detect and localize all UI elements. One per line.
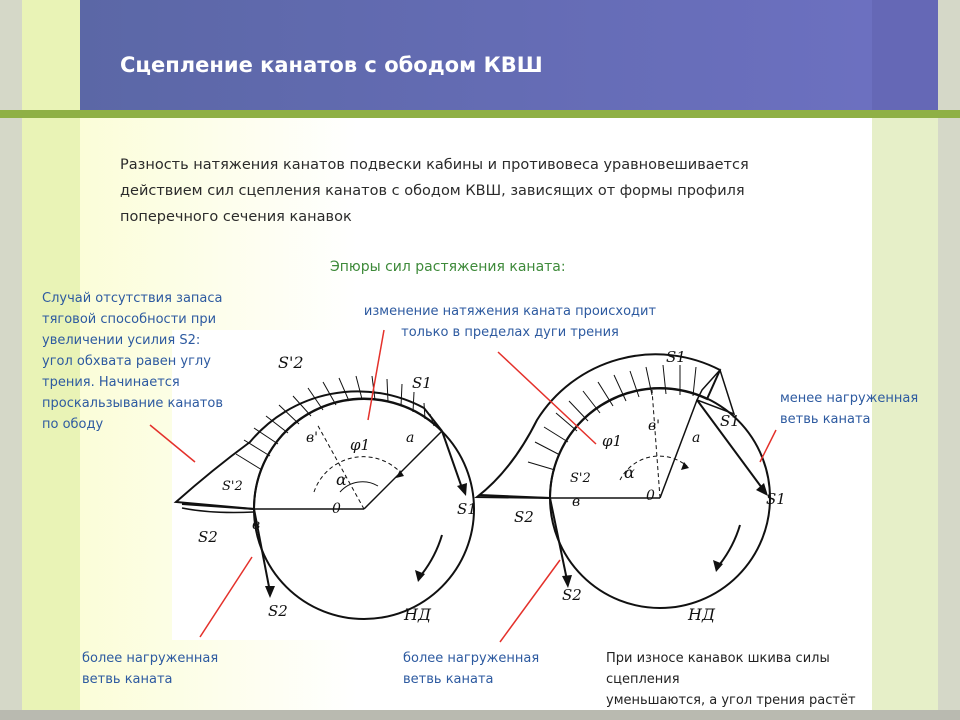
left-hatching: [235, 375, 435, 471]
left-label-b-prime: в': [306, 430, 318, 446]
pointer-right-top: [759, 429, 777, 463]
left-label-alpha: α: [336, 470, 347, 489]
right-margin: [938, 0, 960, 720]
left-label-b: в: [252, 517, 260, 533]
left-label-o: 0: [332, 501, 341, 517]
right-strip: [872, 0, 938, 720]
header-bar: [80, 0, 872, 110]
intro-line: действием сил сцепления канатов с ободом…: [120, 183, 745, 199]
left-label-s1: S1: [412, 374, 432, 392]
pointer-bottom-center: [499, 559, 561, 643]
pointer-top-center-a: [367, 329, 385, 421]
right-label-phi: φ1: [602, 432, 622, 450]
left-label-s2: S2: [198, 528, 218, 546]
left-label-s2-prime-inner: S'2: [222, 479, 243, 494]
bottom-bar: [0, 710, 960, 720]
note-bottom-left: более нагруженная ветвь каната: [82, 651, 219, 687]
right-label-s1-side: S1: [720, 412, 740, 430]
intro-text: Разность натяжения канатов подвески каби…: [120, 152, 820, 230]
left-strip: [22, 0, 80, 720]
note-top-center: изменение натяжения каната происходит то…: [363, 304, 657, 340]
note-right-top: менее нагруженная ветвь каната: [780, 391, 919, 427]
right-label-s2-prime-inner: S'2: [570, 471, 591, 486]
pointer-bottom-left: [199, 556, 253, 638]
left-tension-diagram: S'2 S1 в' φ1 а α S'2 0 в S1 S2 S2 НД: [173, 353, 477, 624]
right-tension-band: [474, 353, 722, 500]
right-label-s1-top: S1: [666, 348, 686, 366]
left-label-s2-arrow: S2: [268, 602, 288, 620]
right-label-a: а: [692, 430, 700, 446]
rope-tension-diagrams: S'2 S1 в' φ1 а α S'2 0 в S1 S2 S2 НД: [172, 330, 790, 640]
pointer-left-case: [149, 424, 196, 463]
left-label-nd: НД: [403, 605, 432, 624]
note-bottom-center: более нагруженная ветвь каната: [403, 651, 540, 687]
diagram-subheading: Эпюры сил растяжения каната:: [330, 259, 566, 275]
right-tension-diagram: S1 S1 в' а φ1 α S'2 0 в S1 S2 S2 НД: [474, 348, 786, 624]
right-label-s1-arrow: S1: [766, 490, 786, 508]
note-left-case: Случай отсутствия запаса тяговой способн…: [42, 291, 223, 432]
right-label-b-prime: в': [648, 418, 660, 434]
right-label-s2: S2: [514, 508, 534, 526]
left-margin: [0, 0, 22, 720]
right-label-nd: НД: [687, 605, 716, 624]
left-label-s1-arrow: S1: [457, 500, 477, 518]
right-hatching: [527, 364, 697, 471]
right-label-s2-arrow: S2: [562, 586, 582, 604]
right-label-b: в: [572, 494, 580, 510]
left-label-a: а: [406, 430, 414, 446]
pointer-top-center-b: [497, 351, 597, 445]
right-label-alpha: α: [624, 463, 635, 482]
header-divider: [0, 110, 960, 118]
left-label-phi: φ1: [350, 436, 370, 454]
intro-line: поперечного сечения канавок: [120, 209, 352, 225]
left-label-s2-prime: S'2: [278, 353, 304, 372]
intro-line: Разность натяжения канатов подвески каби…: [120, 157, 749, 173]
header-right-block: [872, 0, 938, 110]
note-bottom-right: При износе канавок шкива силы сцепления …: [606, 651, 856, 708]
right-label-o: 0: [646, 488, 655, 504]
page-title: Сцепление канатов с ободом КВШ: [120, 53, 543, 77]
